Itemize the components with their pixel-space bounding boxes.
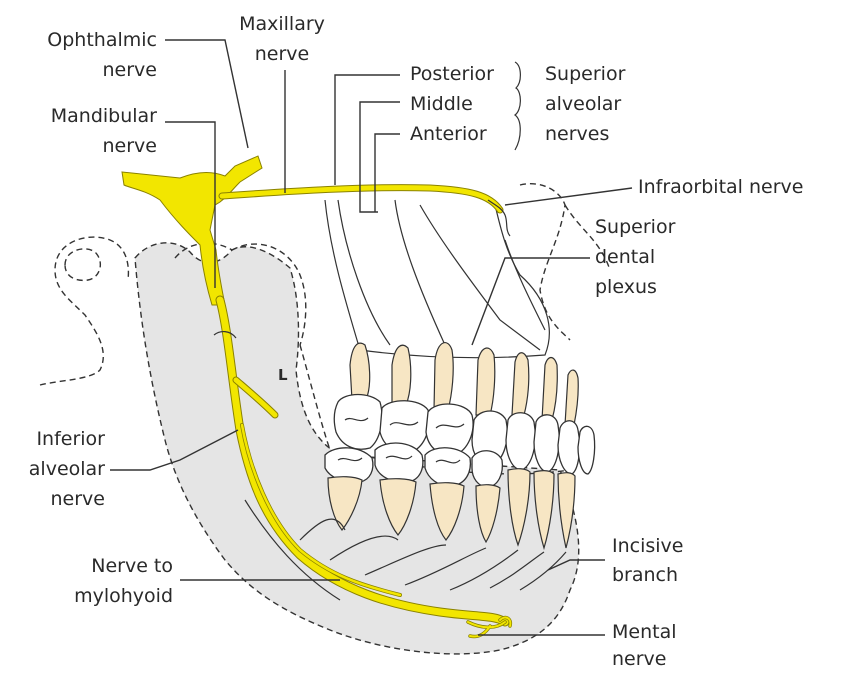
label-mandibular-line1: Mandibular (51, 105, 157, 127)
label-infraorbital: Infraorbital nerve (638, 176, 803, 198)
label-inferior-alveolar-line3: nerve (51, 488, 105, 510)
label-mandibular-line2: nerve (103, 135, 157, 157)
label-incisive-branch-line2: branch (612, 564, 678, 586)
label-inferior-alveolar-line2: alveolar (29, 458, 105, 480)
label-superior-dental-plexus-line1: Superior (595, 216, 676, 238)
label-maxillary-line2: nerve (255, 43, 309, 65)
label-maxillary-line1: Maxillary (239, 13, 325, 35)
label-mental-line1: Mental (612, 621, 677, 643)
label-lingual-marker: L (278, 366, 288, 384)
label-superior-dental-plexus-line3: plexus (595, 276, 657, 298)
mandible (134, 242, 580, 655)
label-superior-alveolar-line1: Superior (545, 63, 626, 85)
trigeminal-nerves (121, 155, 513, 639)
labels: Ophthalmic nerve Maxillary nerve Mandibu… (29, 13, 804, 670)
label-inferior-alveolar-line1: Inferior (36, 428, 105, 450)
label-posterior: Posterior (410, 63, 494, 85)
label-superior-alveolar-line3: nerves (545, 123, 609, 145)
label-mental-line2: nerve (612, 648, 666, 670)
label-ophthalmic-line2: nerve (103, 59, 157, 81)
lower-teeth (324, 442, 576, 551)
label-anterior: Anterior (410, 123, 487, 145)
label-superior-dental-plexus-line2: dental (595, 246, 655, 268)
maxilla-outline (324, 199, 550, 359)
label-incisive-branch-line1: Incisive (612, 535, 683, 557)
label-ophthalmic-line1: Ophthalmic (47, 29, 157, 51)
leader-lines (110, 39, 633, 636)
label-middle: Middle (410, 93, 473, 115)
upper-teeth (333, 342, 596, 475)
label-superior-alveolar-line2: alveolar (545, 93, 621, 115)
label-nerve-to-mylohyoid-line2: mylohyoid (74, 585, 173, 607)
dental-branches (244, 499, 567, 601)
label-nerve-to-mylohyoid-line1: Nerve to (91, 555, 173, 577)
